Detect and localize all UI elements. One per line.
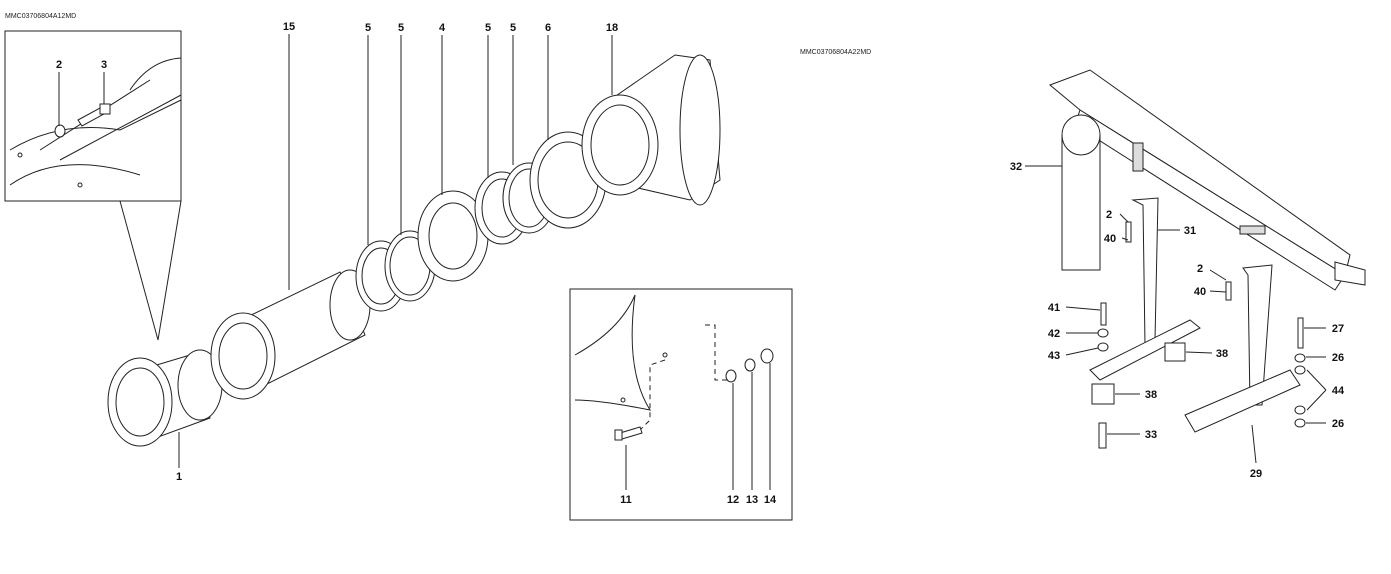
part-1-tube: [107, 349, 223, 447]
callout-2: 2: [56, 59, 62, 71]
callout-40: 40: [1104, 233, 1116, 245]
callout-26: 26: [1332, 352, 1344, 364]
leader-lines-left: [58, 34, 613, 468]
callout-32: 32: [1010, 161, 1022, 173]
callout-42: 42: [1048, 328, 1060, 340]
callout-14: 14: [764, 494, 777, 506]
callout-27: 27: [1332, 323, 1344, 335]
callout-6: 6: [545, 22, 551, 34]
right-callouts: 32 2 40 31 2 40 41 42 43 38 38 33 27 26 …: [1010, 161, 1345, 480]
callout-5: 5: [365, 22, 371, 34]
left-figure-code: MMC03706804A12MD: [5, 13, 76, 20]
right-assembly: [1025, 69, 1366, 464]
inset-callouts: 11 12 13 14: [620, 494, 777, 506]
callout-13: 13: [746, 494, 758, 506]
detail-inset-bolt: [4, 30, 182, 341]
callout-31: 31: [1184, 225, 1196, 237]
callout-43: 43: [1048, 350, 1060, 362]
part-18-cone: [581, 54, 721, 206]
callout-2: 2: [1197, 263, 1203, 275]
callout-26: 26: [1332, 418, 1344, 430]
callout-2: 2: [1106, 209, 1112, 221]
callout-33: 33: [1145, 429, 1157, 441]
right-figure-code: MMC03706804A22MD: [800, 49, 871, 56]
part-15-tube: [210, 269, 371, 400]
callout-3: 3: [101, 59, 107, 71]
callout-1: 1: [176, 471, 182, 483]
detail-inset-fastener: [569, 288, 793, 521]
callout-5: 5: [485, 22, 491, 34]
callout-11: 11: [620, 494, 632, 506]
rings: [355, 131, 607, 312]
callout-38: 38: [1145, 389, 1157, 401]
callout-40: 40: [1194, 286, 1206, 298]
callout-29: 29: [1250, 468, 1262, 480]
callout-15: 15: [283, 21, 295, 33]
left-callouts: 2 3 15 5 5 4 5 5 6 18 1: [56, 21, 618, 483]
callout-44: 44: [1332, 385, 1345, 397]
callout-38: 38: [1216, 348, 1228, 360]
callout-5: 5: [398, 22, 404, 34]
callout-4: 4: [439, 22, 446, 34]
callout-5: 5: [510, 22, 516, 34]
callout-12: 12: [727, 494, 739, 506]
callout-18: 18: [606, 22, 618, 34]
callout-41: 41: [1048, 302, 1060, 314]
